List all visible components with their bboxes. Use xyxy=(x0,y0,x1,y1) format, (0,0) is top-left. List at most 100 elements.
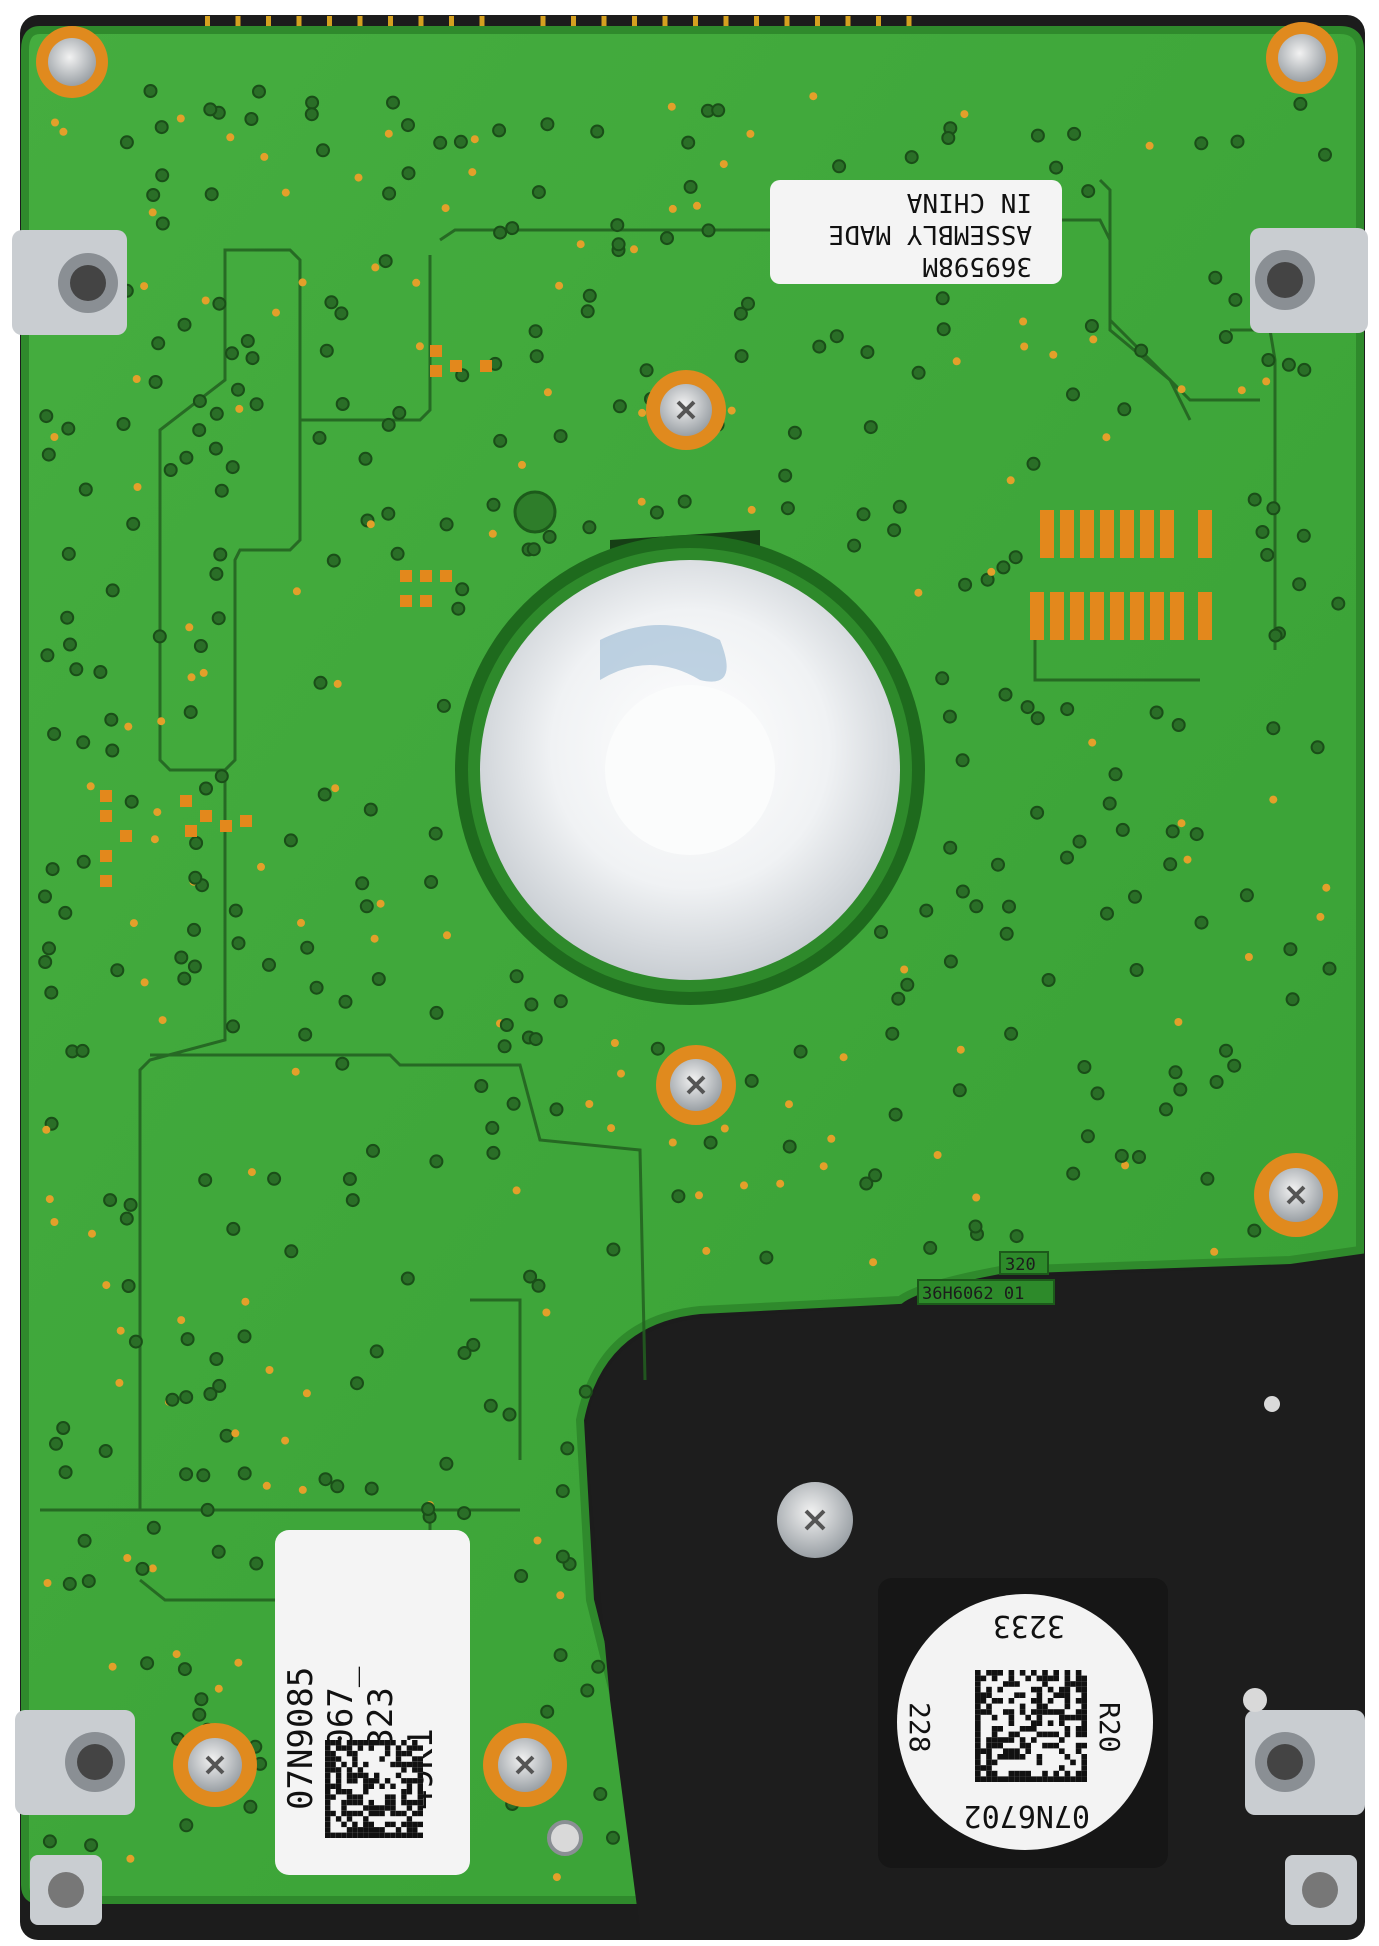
via xyxy=(140,1656,155,1671)
via xyxy=(606,1830,620,1845)
via xyxy=(272,308,280,317)
via xyxy=(451,601,466,616)
via xyxy=(38,889,52,904)
datamatrix-cell xyxy=(975,1748,981,1754)
via xyxy=(318,1472,333,1487)
via xyxy=(371,972,386,986)
datamatrix-cell xyxy=(330,1810,336,1817)
datamatrix-cell xyxy=(325,1745,331,1751)
via xyxy=(492,123,507,138)
via xyxy=(93,665,108,679)
datamatrix-cell xyxy=(975,1670,981,1676)
via xyxy=(1218,330,1233,344)
via xyxy=(1008,550,1023,565)
sticker-datamatrix xyxy=(975,1670,1087,1782)
datamatrix-cell xyxy=(335,1832,342,1838)
via xyxy=(187,959,202,974)
datamatrix-cell xyxy=(417,1761,423,1768)
datamatrix-cell xyxy=(384,1778,391,1784)
via xyxy=(326,553,341,568)
datamatrix-cell xyxy=(346,1816,353,1822)
via xyxy=(1281,357,1296,372)
via xyxy=(693,201,701,210)
via xyxy=(335,1056,350,1071)
datamatrix-cell xyxy=(384,1821,391,1828)
datamatrix-cell xyxy=(1042,1709,1048,1715)
via xyxy=(958,577,973,592)
via xyxy=(354,173,363,182)
datamatrix-cell xyxy=(1014,1754,1020,1760)
via xyxy=(281,1436,290,1445)
via xyxy=(914,588,923,597)
datamatrix-cell xyxy=(346,1827,353,1833)
datamatrix-cell xyxy=(1008,1748,1015,1754)
via xyxy=(81,1574,96,1589)
via xyxy=(593,1787,608,1801)
via xyxy=(231,1429,240,1438)
datamatrix-cell xyxy=(1075,1770,1082,1777)
via xyxy=(196,1468,211,1483)
datamatrix-cell xyxy=(1064,1692,1071,1698)
datamatrix-cell xyxy=(1059,1776,1065,1782)
via xyxy=(313,675,328,690)
via xyxy=(793,1044,808,1059)
product-label: 07N9085 H69067_ MZH323 49K1 xyxy=(275,1530,470,1875)
via xyxy=(192,394,207,409)
datamatrix-cell xyxy=(1059,1714,1065,1721)
datamatrix-cell xyxy=(395,1745,402,1751)
via xyxy=(241,1297,250,1306)
via xyxy=(885,1026,900,1041)
datamatrix-cell xyxy=(1019,1737,1026,1743)
via xyxy=(386,95,400,110)
via xyxy=(415,342,424,351)
via xyxy=(1041,973,1056,987)
via xyxy=(49,1436,63,1451)
datamatrix-cell xyxy=(330,1767,336,1773)
via xyxy=(302,1389,311,1398)
spindle-reflection xyxy=(600,625,727,682)
datamatrix-cell xyxy=(357,1794,364,1800)
via xyxy=(153,808,162,817)
via xyxy=(649,505,664,520)
datamatrix-cell xyxy=(390,1783,396,1789)
via xyxy=(780,501,795,516)
datamatrix-cell xyxy=(1025,1675,1031,1682)
via xyxy=(300,940,315,955)
datamatrix-cell xyxy=(1075,1742,1082,1749)
datamatrix-cell xyxy=(341,1810,347,1817)
datamatrix-cell xyxy=(352,1778,358,1784)
via xyxy=(1283,942,1298,957)
datamatrix-cell xyxy=(357,1740,364,1746)
via xyxy=(943,840,958,855)
via xyxy=(668,204,677,213)
datamatrix-cell xyxy=(395,1756,402,1762)
datamatrix-cell xyxy=(975,1709,981,1715)
via xyxy=(58,1465,73,1480)
via xyxy=(1088,738,1097,747)
datamatrix-cell xyxy=(341,1805,347,1811)
via xyxy=(214,1684,223,1693)
via xyxy=(528,324,543,339)
via xyxy=(856,507,871,522)
via xyxy=(523,1269,538,1284)
datamatrix-cell xyxy=(341,1821,347,1828)
datamatrix-cell xyxy=(412,1761,418,1768)
via xyxy=(225,460,240,475)
datamatrix-cell xyxy=(1047,1720,1054,1726)
via xyxy=(969,899,984,914)
via xyxy=(359,899,374,914)
via xyxy=(88,1229,96,1238)
datamatrix-cell xyxy=(1042,1670,1048,1676)
datamatrix-cell xyxy=(1059,1720,1065,1726)
via xyxy=(211,1544,226,1559)
datamatrix-cell xyxy=(1064,1670,1071,1676)
via xyxy=(832,159,847,174)
datamatrix-cell xyxy=(1019,1776,1026,1782)
via xyxy=(638,408,647,417)
via xyxy=(123,1554,132,1562)
datamatrix-cell xyxy=(363,1761,369,1768)
datamatrix-cell xyxy=(412,1767,418,1773)
via xyxy=(177,317,192,332)
via xyxy=(187,922,201,937)
datamatrix-cell xyxy=(401,1810,407,1817)
